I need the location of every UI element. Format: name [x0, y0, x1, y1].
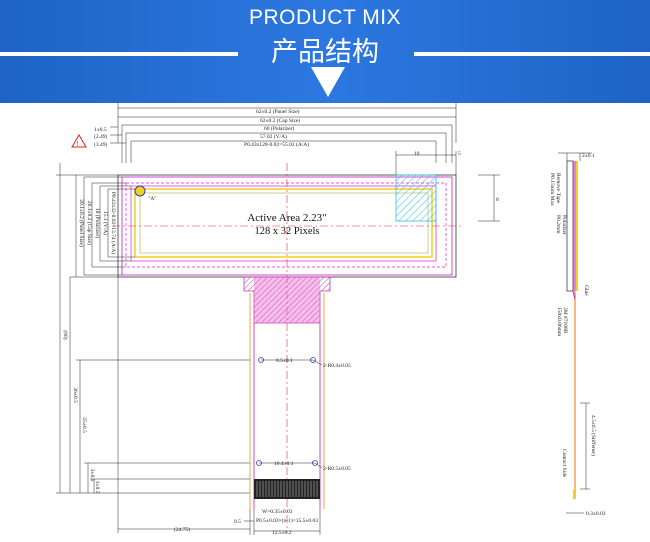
bonding-area-tint [254, 277, 320, 323]
dim-3: 3±0.5 [89, 469, 95, 482]
dim-offset-1: 1±0.5 [94, 127, 107, 133]
dim-offset-3: (3.49) [94, 141, 107, 148]
dim-hole-radius-1: 2-R0.4±0.05 [323, 363, 351, 369]
dim-hole-spacing-2: 10.4±0.1 [274, 461, 294, 467]
bottom-dim-lines [117, 277, 321, 535]
dim-offset-2: (2.49) [94, 133, 107, 140]
dim-hole-radius-2: 2-R0.5±0.05 [323, 466, 351, 472]
dim-ten: 10 [414, 151, 420, 157]
dim-va-width: 57.02 (V/A) [260, 133, 287, 140]
label-polarizer: Polarizer [561, 215, 567, 235]
label-remove-tape: Remove Tape [555, 173, 561, 204]
dim-fpc-offset: (24.75) [174, 526, 190, 533]
active-area-inner [139, 192, 429, 254]
dim-fpc-width: 12.5±0.2 [272, 530, 292, 536]
banner-right-rule [414, 52, 650, 56]
label-contact-side: Contact Side [561, 449, 567, 478]
mechanical-drawing: 62±0.2 (Panel Size) 62±0.2 (Cap Size) 60… [56, 103, 606, 536]
active-area-title: Active Area 2.23" [247, 212, 326, 224]
banner-title: PRODUCT MIX [248, 6, 402, 29]
dim-aa-height: P0.43x32-0.02=13.74 (A/A) [110, 192, 117, 255]
fpc-outline [249, 293, 325, 509]
svg-text:!: ! [77, 141, 79, 148]
label-tape-size: 150x0.06mm [556, 307, 562, 337]
dim-36: 36±0.5 [72, 387, 78, 403]
label-polarizer-thickness: P0.2mm [555, 215, 561, 234]
banner-subtitle: 产品结构 [271, 37, 379, 68]
dim-hole-spacing-1: 8.5±0.1 [276, 358, 293, 364]
dim-25: 25±0.5 [81, 417, 87, 433]
dim-pin-width: W=0.35±0.03 [262, 509, 293, 515]
dim-five: 5 [458, 151, 461, 157]
dim-half-mm: 0.5 [234, 519, 241, 525]
dim-fpc-thickness: 0.3±0.03 [586, 511, 606, 517]
dim-pin-pitch: P0.5±0.03×(n-1)=15.5±0.03 [256, 517, 318, 524]
hatch-region-dims [395, 151, 500, 222]
view-area-outline [130, 185, 437, 262]
dim-side-thickness: 2±0.1 [582, 153, 595, 159]
down-arrow-icon [311, 67, 345, 97]
dim-cap-width: 62±0.2 (Cap Size) [260, 117, 300, 124]
lower-left-dims [69, 277, 250, 493]
marker-a-label: "A" [148, 196, 156, 202]
dim-panel-width: 62±0.2 (Panel Size) [256, 108, 300, 115]
dim-1: 1±0.5 [94, 481, 100, 494]
label-glue: Glue [583, 285, 589, 296]
fpc-dim-lines [259, 359, 323, 469]
top-dimension-lines [110, 103, 457, 163]
dim-polarizer-height: 18 (Polarizer) [94, 208, 101, 239]
side-view [558, 152, 592, 514]
warning-triangle-icon: ! [71, 134, 87, 148]
marker-a-circle [134, 185, 146, 197]
dim-panel-height: 20.1±0.2 (Panel Size) [78, 199, 85, 247]
hatched-corner [395, 174, 437, 222]
title-banner: PRODUCT MIX 产品结构 [0, 0, 650, 103]
label-3m-tape: 3M #7108B [562, 307, 568, 334]
dim-eight: 8 [496, 197, 499, 203]
label-stiffener: 4.5±0.5 (Stiffener) [590, 415, 597, 456]
dim-polarizer-width: 60 (Polarizer) [264, 125, 295, 132]
polarizer-outline [125, 182, 447, 268]
active-area-outline [134, 188, 433, 258]
dim-aa-width: P0.43x128-0.02=55.02 (A/A) [244, 141, 309, 148]
active-area-pixels: 128 x 32 Pixels [254, 226, 319, 237]
dim-overall-height: (60) [62, 330, 69, 339]
fpc-contact-pins [256, 481, 318, 497]
label-remove-tape-max: P0.15mm Max [549, 173, 555, 206]
banner-left-rule [0, 52, 238, 56]
dim-cap-height: 20.1±0.2 (Cap Size) [86, 201, 93, 245]
dim-va-height: 15.1 (V/A) [102, 211, 109, 235]
left-vertical-dims [56, 163, 250, 494]
